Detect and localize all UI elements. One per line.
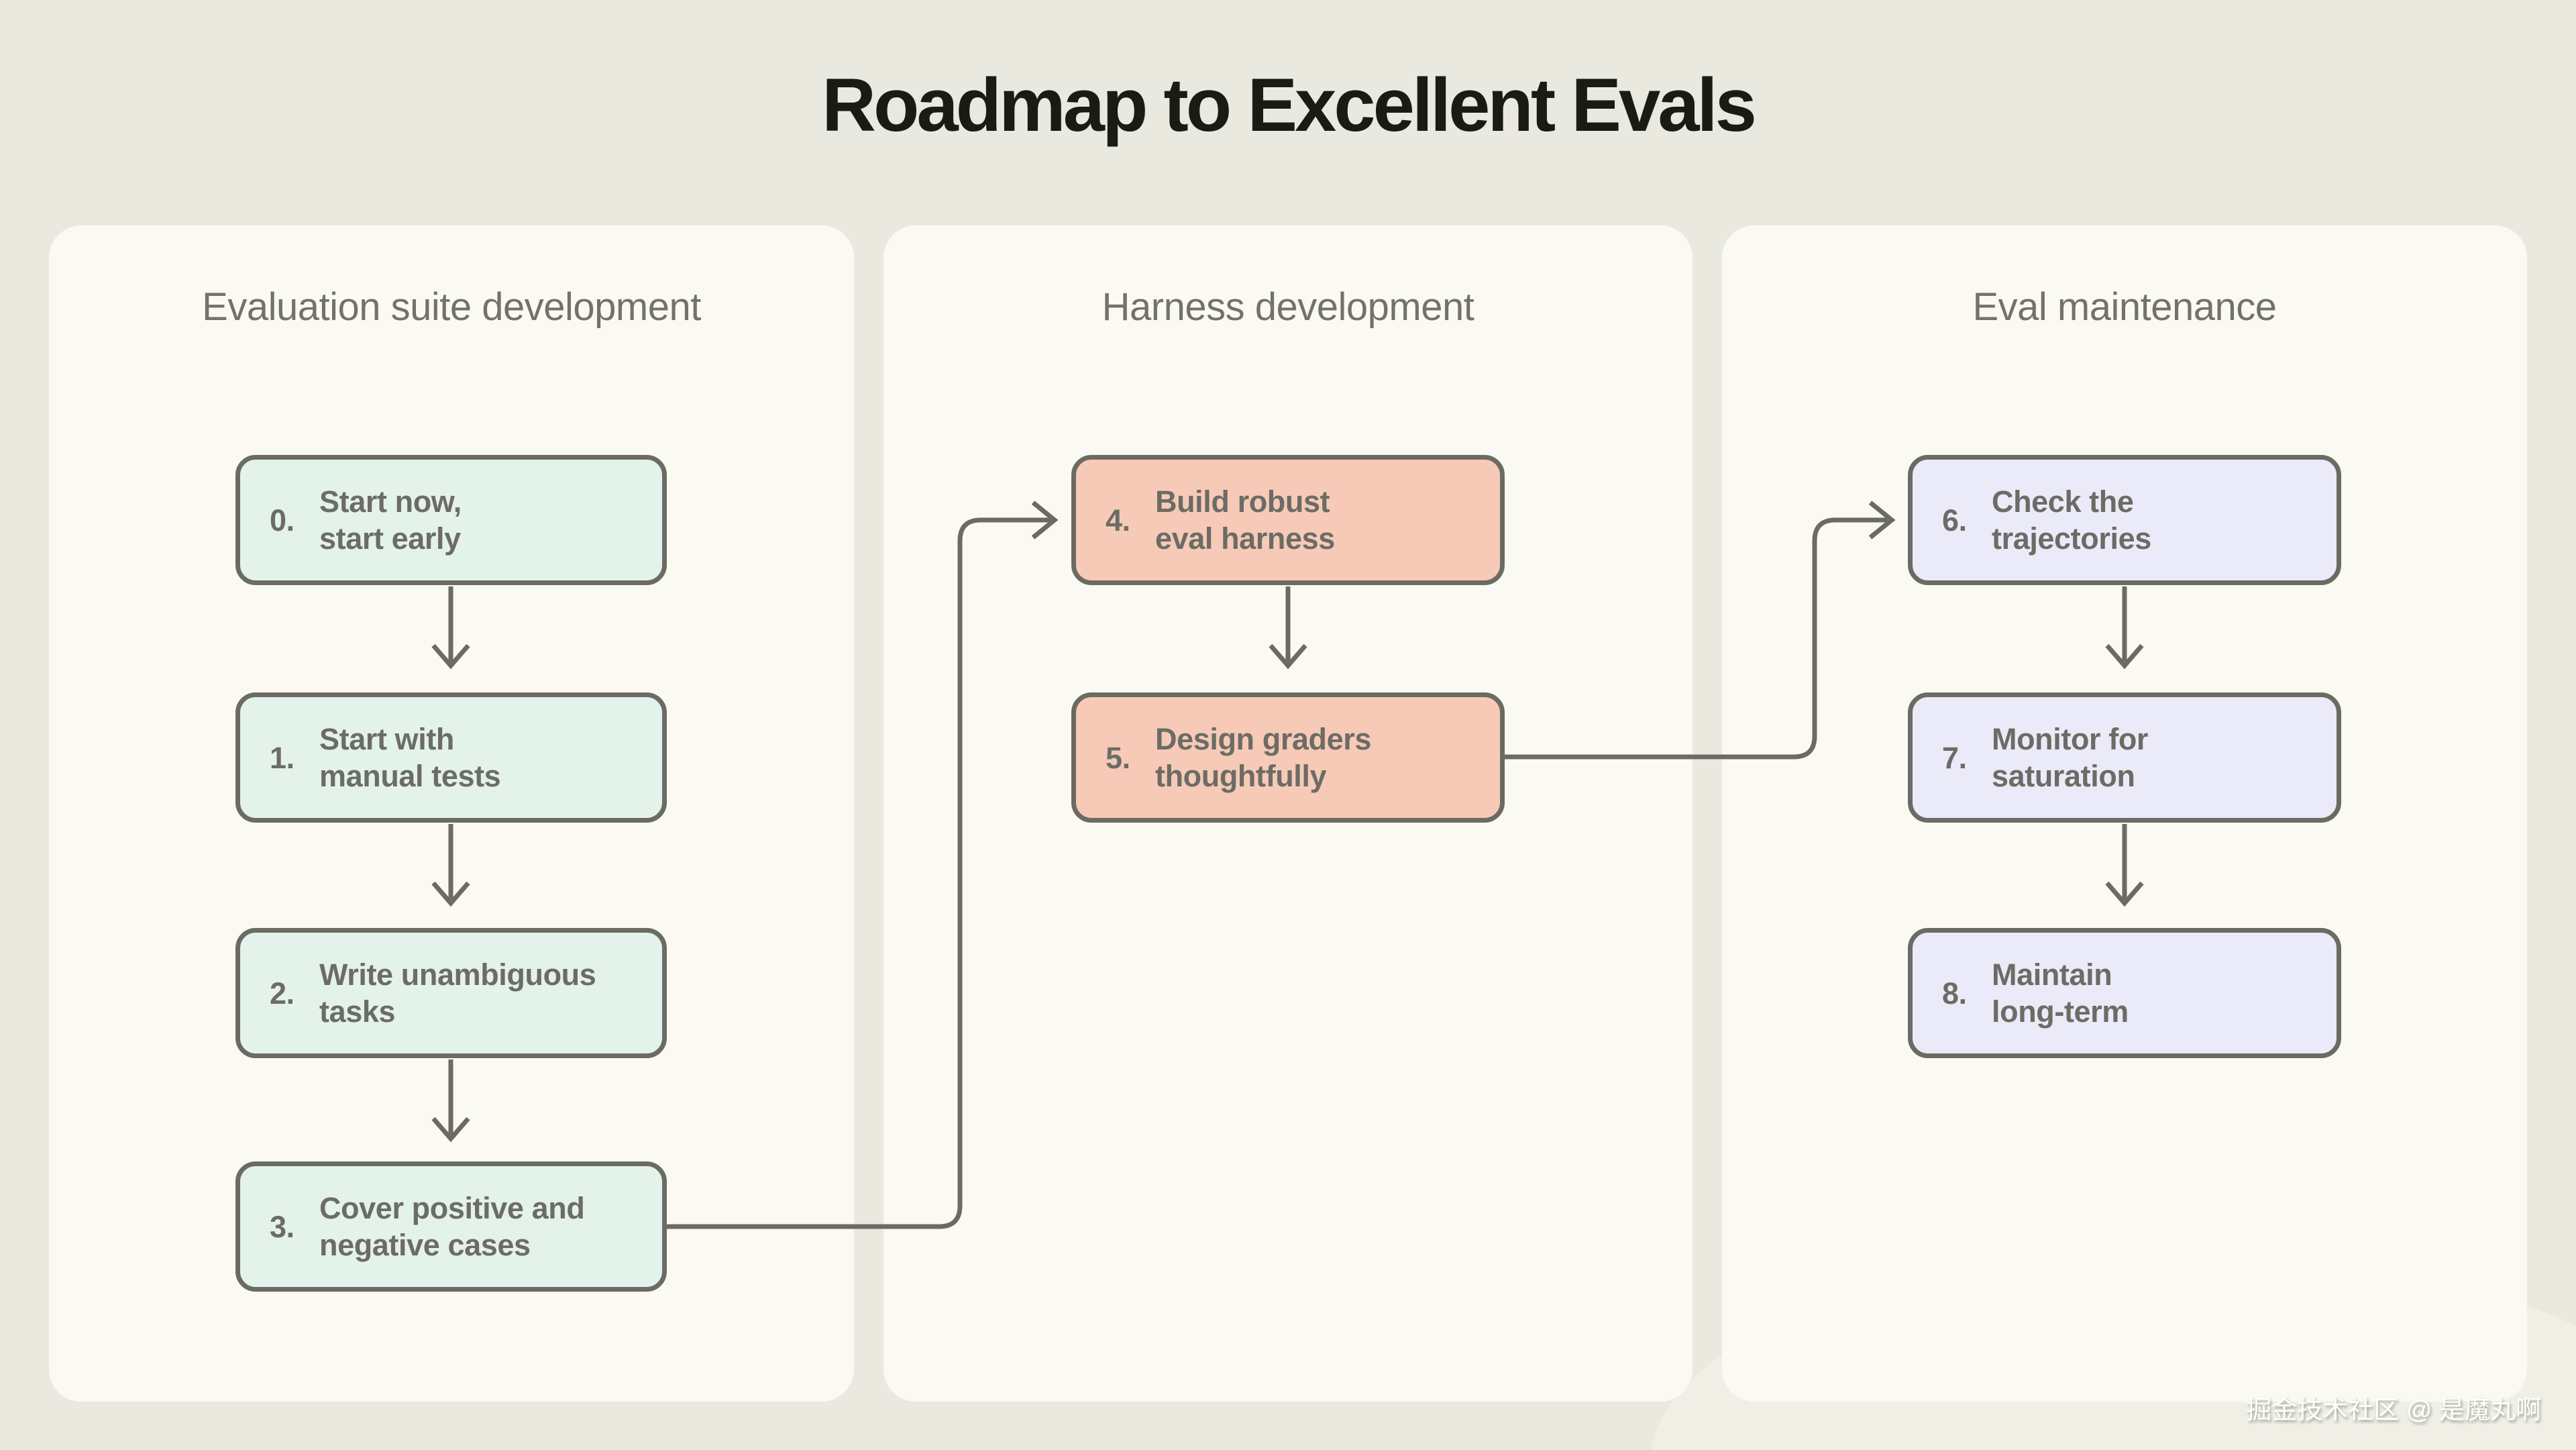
node-number: 3. [270, 1209, 294, 1244]
panel-header: Eval maintenance [1972, 285, 2277, 329]
panel-header: Evaluation suite development [202, 285, 701, 329]
node-label-line2: trajectories [1992, 521, 2151, 556]
node-label-line1: Write unambiguous [319, 957, 596, 992]
node-label-line2: eval harness [1155, 521, 1335, 556]
node-label-line1: Build robust [1155, 484, 1330, 519]
node-label-line2: long-term [1992, 994, 2129, 1029]
node-label-line1: Check the [1992, 484, 2134, 519]
node-label-line2: saturation [1992, 759, 2135, 793]
node-number: 0. [270, 503, 294, 537]
node-label-line2: manual tests [319, 759, 501, 793]
node-label: Start now,start early [319, 483, 462, 557]
node-number: 6. [1942, 503, 1967, 537]
node-number: 8. [1942, 976, 1967, 1011]
node-label-line2: negative cases [319, 1228, 531, 1262]
page-title: Roadmap to Excellent Evals [822, 63, 1757, 147]
node-number: 1. [270, 740, 294, 775]
node-label-line1: Monitor for [1992, 722, 2149, 756]
node-number: 2. [270, 976, 294, 1011]
node-number: 5. [1106, 740, 1130, 775]
node-number: 7. [1942, 740, 1967, 775]
panel-header: Harness development [1102, 285, 1474, 329]
node-number: 4. [1106, 503, 1130, 537]
node-label-line1: Cover positive and [319, 1191, 585, 1225]
node-label-line1: Start with [319, 722, 455, 756]
node-label-line2: start early [319, 521, 461, 556]
node-label-line2: thoughtfully [1155, 759, 1327, 793]
node-label-line1: Design graders [1155, 722, 1372, 756]
node-label-line1: Maintain [1992, 957, 2112, 992]
flow-node-0: 0. Start now,start early [235, 455, 667, 585]
node-label-line1: Start now, [319, 484, 462, 519]
watermark: 掘金技术社区 @ 是魔丸啊 [2246, 1396, 2541, 1425]
node-label-line2: tasks [319, 994, 396, 1029]
panel-evaluation-suite-development: Evaluation suite development 0. Start no… [49, 225, 854, 1402]
